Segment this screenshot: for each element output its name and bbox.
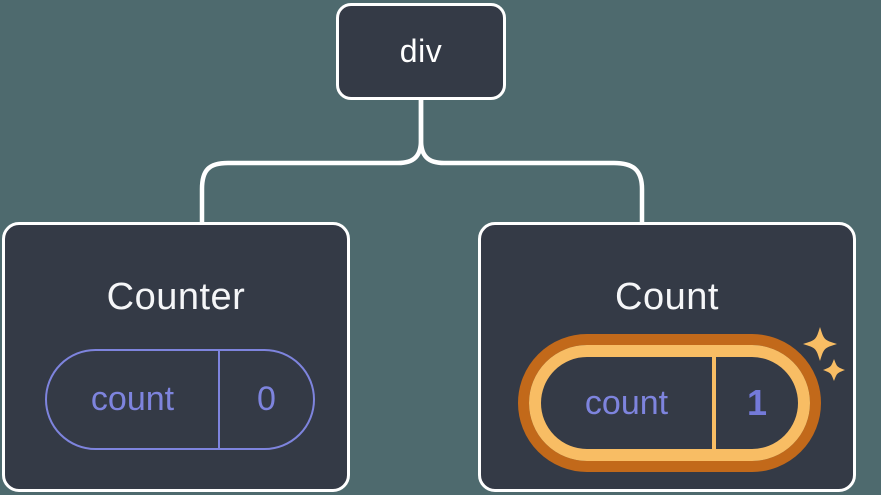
state-pill-key-segment: count (47, 351, 220, 448)
sparkles-icon (803, 327, 845, 381)
root-node-label: div (399, 33, 443, 69)
count-card-title: Count (615, 276, 719, 318)
highlighted-state-pill-count: count 1 (518, 334, 821, 472)
state-value-label: 0 (257, 380, 276, 418)
sparkle-small-icon (823, 359, 845, 381)
connector-right-branch (418, 97, 645, 226)
connector-left-branch (199, 97, 424, 226)
state-pill-value-segment: 1 (716, 357, 798, 449)
counter-card-title: Counter (106, 276, 246, 318)
state-pill-value-segment: 0 (220, 351, 313, 448)
state-key-label: count (584, 383, 669, 422)
state-key-label: count (90, 380, 175, 418)
highlighted-state-pill-inner: count 1 (529, 345, 810, 461)
counter-component-card: Counter count 0 (2, 222, 350, 492)
state-pill-counter: count 0 (45, 349, 315, 450)
state-value-label: 1 (746, 382, 768, 423)
state-pill-key-segment: count (541, 357, 716, 449)
root-node-div: div (336, 3, 506, 100)
count-component-card: Count count 1 (478, 222, 856, 492)
sparkle-large-icon (803, 327, 837, 361)
